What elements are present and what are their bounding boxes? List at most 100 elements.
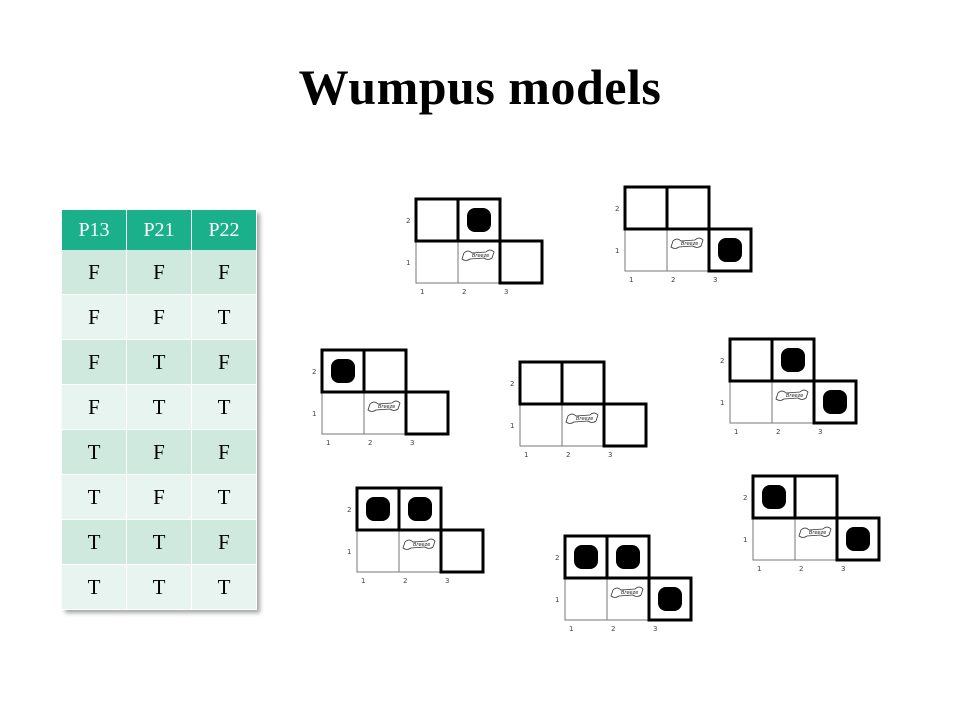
breeze-label: Breeze	[472, 253, 489, 259]
cell-2-2	[793, 474, 839, 520]
table-cell: F	[126, 429, 192, 475]
col-label: 3	[504, 288, 508, 296]
cell-1-2	[728, 337, 774, 383]
breeze-label: Breeze	[576, 416, 593, 422]
col-label: 2	[403, 577, 407, 585]
cell-border	[770, 337, 816, 383]
cell-2-1	[398, 529, 442, 573]
breeze-label: Breeze	[621, 590, 638, 596]
cell-2-1	[606, 577, 650, 621]
col-label: 1	[757, 565, 761, 573]
row-label: 2	[615, 205, 619, 213]
cell-1-1	[415, 240, 459, 284]
table-cell: F	[191, 429, 257, 475]
breeze-icon	[565, 412, 599, 424]
row-label: 2	[312, 368, 316, 376]
table-cell: T	[62, 474, 127, 520]
cell-1-1	[321, 391, 365, 435]
col-label: 1	[361, 577, 365, 585]
cell-1-1	[519, 403, 563, 447]
cell-1-2	[414, 197, 460, 243]
model-diagram: Breeze 2 1 1 2 3	[508, 360, 652, 467]
row-label: 1	[312, 410, 316, 418]
row-label: 1	[406, 259, 410, 267]
table-cell: T	[126, 564, 192, 610]
cell-3-1	[602, 402, 648, 448]
table-row: F F F	[62, 250, 257, 295]
cell-1-1	[752, 517, 796, 561]
col-label: 1	[524, 451, 528, 459]
table-cell: T	[126, 519, 192, 565]
table-row: T F T	[62, 474, 257, 520]
col-label: 3	[818, 428, 822, 436]
col-label: 3	[841, 565, 845, 573]
row-label: 2	[743, 494, 747, 502]
table-cell: T	[126, 384, 192, 430]
col-label: 1	[420, 288, 424, 296]
col-label: 3	[410, 439, 414, 447]
table-row: F T F	[62, 339, 257, 385]
header-p21: P21	[126, 210, 192, 250]
table-cell: F	[191, 519, 257, 565]
breeze-icon	[775, 389, 809, 401]
pit-icon	[781, 348, 805, 372]
col-label: 1	[569, 625, 573, 633]
pit-icon	[467, 208, 491, 232]
cell-border	[793, 474, 839, 520]
breeze-label: Breeze	[378, 404, 395, 410]
col-label: 1	[734, 428, 738, 436]
pit-icon	[846, 527, 870, 551]
cell-2-1	[794, 517, 838, 561]
col-label: 3	[608, 451, 612, 459]
row-label: 2	[510, 380, 514, 388]
pit-icon	[616, 545, 640, 569]
breeze-icon	[798, 526, 832, 538]
table-cell: T	[191, 384, 257, 430]
cell-2-2	[560, 360, 606, 406]
row-label: 1	[510, 422, 514, 430]
pit-icon	[331, 359, 355, 383]
cell-2-2	[362, 348, 408, 394]
row-label: 2	[555, 554, 559, 562]
breeze-label: Breeze	[786, 393, 803, 399]
table-cell: F	[126, 474, 192, 520]
col-label: 1	[326, 439, 330, 447]
table-cell: T	[62, 564, 127, 610]
col-label: 3	[445, 577, 449, 585]
cell-2-1	[363, 391, 407, 435]
table-cell: T	[126, 339, 192, 385]
col-label: 2	[671, 276, 675, 284]
cell-1-1	[564, 577, 608, 621]
row-label: 1	[720, 399, 724, 407]
table-cell: F	[191, 339, 257, 385]
table-row: T T T	[62, 564, 257, 610]
breeze-icon	[461, 249, 495, 261]
col-label: 3	[713, 276, 717, 284]
cell-2-1	[666, 228, 710, 272]
row-label: 1	[347, 548, 351, 556]
cell-1-2	[518, 360, 564, 406]
cell-2-1	[561, 403, 605, 447]
breeze-icon	[670, 237, 704, 249]
table-cell: T	[191, 294, 257, 340]
pit-icon	[366, 497, 390, 521]
table-row: F F T	[62, 294, 257, 340]
table-row: F T T	[62, 384, 257, 430]
cell-border	[560, 360, 606, 406]
col-label: 2	[611, 625, 615, 633]
table-cell: F	[191, 250, 257, 295]
table-cell: F	[62, 250, 127, 295]
col-label: 2	[566, 451, 570, 459]
cell-3-1	[498, 239, 544, 285]
row-label: 1	[743, 536, 747, 544]
cell-2-1	[457, 240, 501, 284]
breeze-icon	[610, 586, 644, 598]
